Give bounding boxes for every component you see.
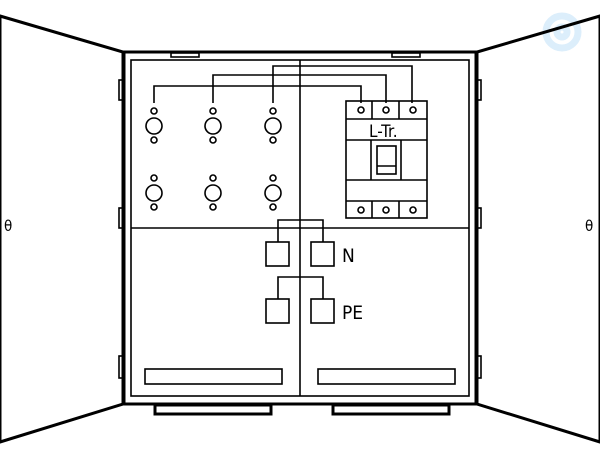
watermark-logo-icon (542, 12, 582, 52)
phase-wires (153, 65, 413, 103)
circuit-breaker (345, 100, 428, 219)
right-door (475, 14, 600, 444)
fuse-top-2 (204, 107, 222, 144)
earth-terminal-left (265, 298, 290, 324)
base-foot-left (153, 403, 273, 416)
earth-terminal-right (310, 298, 335, 324)
left-door (0, 14, 125, 444)
breaker-toggle-icon (376, 145, 397, 175)
left-door-lock-icon: θ (4, 217, 12, 235)
neutral-terminal-right (310, 241, 335, 267)
fuse-bottom-3 (264, 174, 282, 211)
top-tab-right (391, 52, 421, 58)
neutral-terminal-left (265, 241, 290, 267)
cabinet-frame (122, 50, 478, 406)
fuse-top-3 (264, 107, 282, 144)
earth-label: PE (342, 302, 363, 324)
neutral-label: N (342, 245, 355, 267)
fuse-top-1 (145, 107, 163, 144)
breaker-label: L-Tr. (369, 122, 398, 142)
fuse-holders (145, 107, 282, 211)
fuse-bottom-2 (204, 174, 222, 211)
right-door-lock-icon: θ (585, 217, 593, 235)
top-tab-left (170, 52, 200, 58)
label-strip-left (144, 368, 283, 385)
base-foot-right (331, 403, 451, 416)
fuse-bottom-1 (145, 174, 163, 211)
terminal-blocks (265, 219, 335, 324)
label-strip-right (317, 368, 456, 385)
